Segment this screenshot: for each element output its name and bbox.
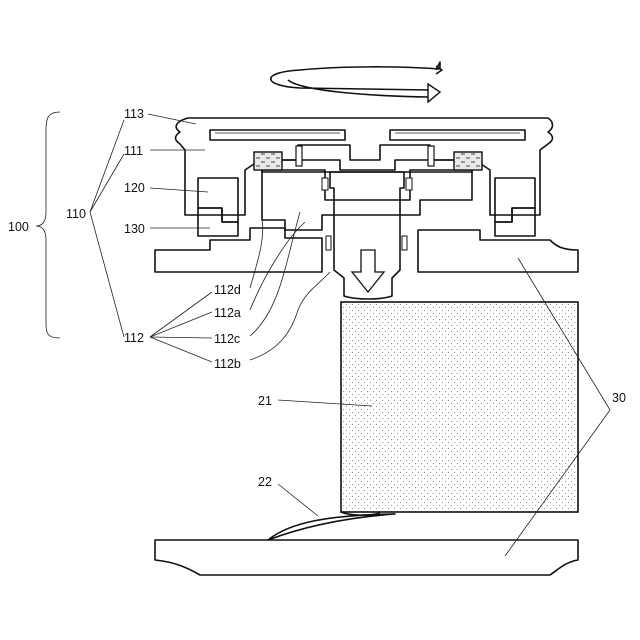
insert-right — [454, 152, 482, 170]
block-21 — [341, 302, 578, 512]
ring-130-right — [495, 208, 535, 236]
label-21: 21 — [258, 394, 272, 408]
label-112: 112 — [124, 331, 144, 345]
label-112c: 112c — [214, 332, 240, 346]
down-arrow-icon — [352, 250, 384, 292]
insert-left — [254, 152, 282, 170]
label-111: 111 — [124, 144, 143, 158]
label-112b: 112b — [214, 357, 241, 371]
label-113: 113 — [124, 107, 144, 121]
label-120: 120 — [124, 181, 145, 195]
label-22: 22 — [258, 475, 272, 489]
body-112 — [262, 170, 472, 230]
base-plate-30-lower — [155, 540, 578, 575]
rotation-arrow-icon — [271, 62, 442, 102]
label-30: 30 — [612, 391, 626, 405]
ring-130-left — [198, 208, 238, 236]
label-110: 110 — [66, 207, 86, 221]
label-130: 130 — [124, 222, 145, 236]
film-22 — [268, 514, 395, 540]
label-112a: 112a — [214, 306, 241, 320]
label-112d: 112d — [214, 283, 241, 297]
label-100: 100 — [8, 220, 29, 234]
